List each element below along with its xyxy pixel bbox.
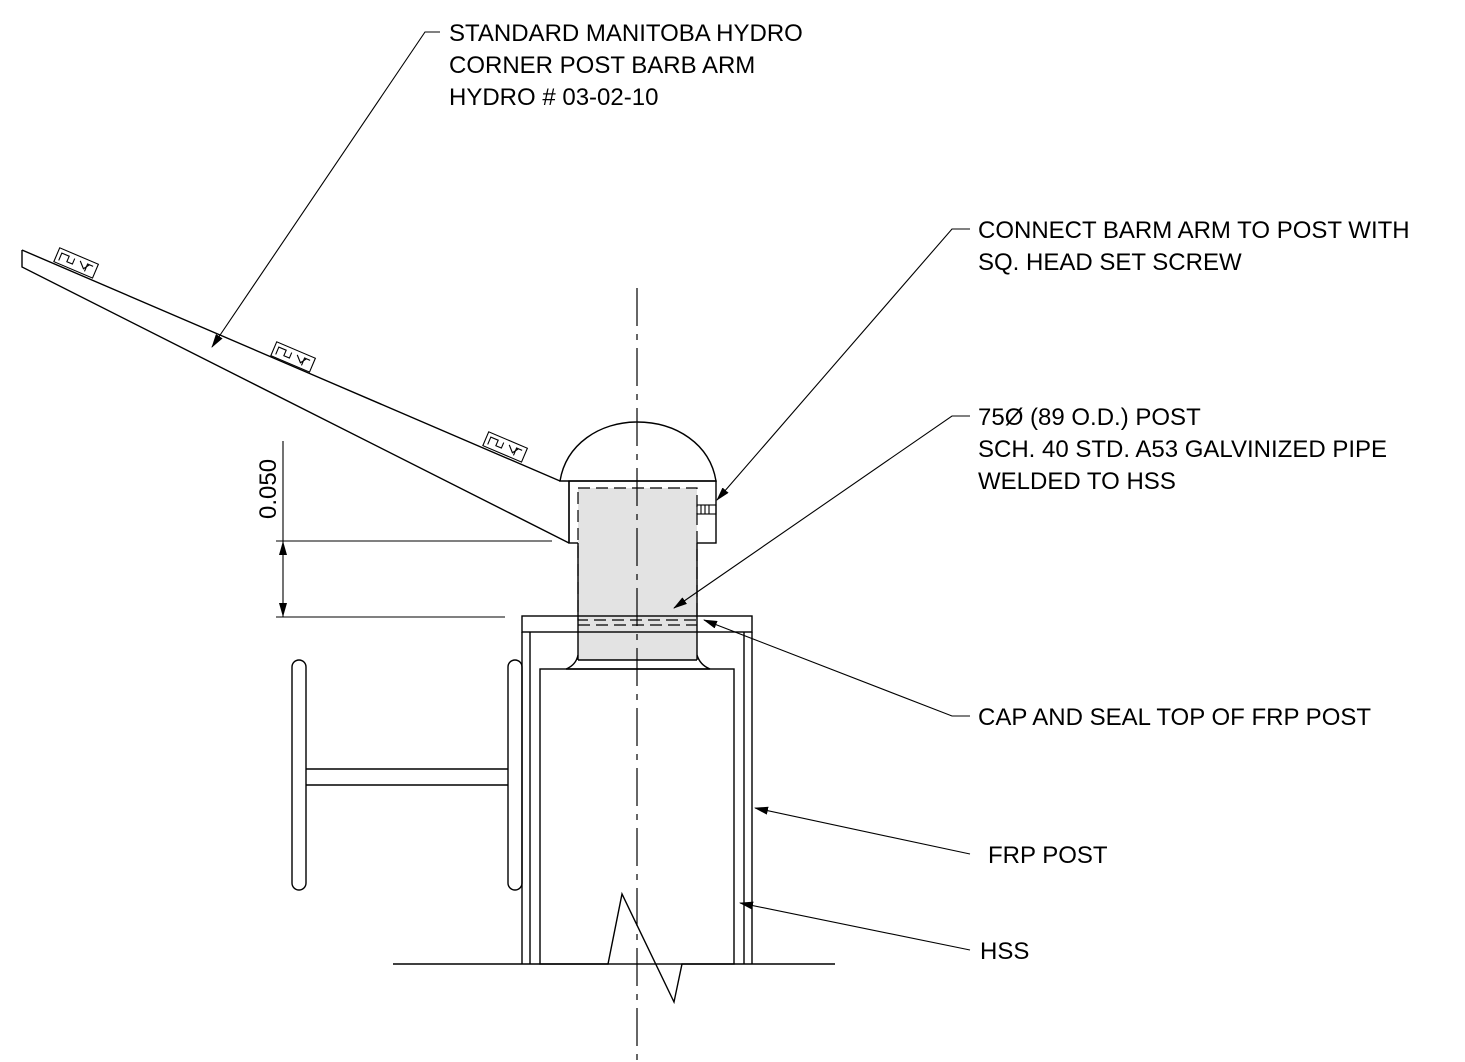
i-beam xyxy=(291,659,523,891)
barb-arm-line3: HYDRO # 03-02-10 xyxy=(449,84,658,111)
break-line xyxy=(393,891,835,1005)
barb-clip xyxy=(53,247,100,279)
label-set-screw: CONNECT BARM ARM TO POST WITH SQ. HEAD S… xyxy=(978,217,1410,276)
label-hss: HSS xyxy=(980,938,1029,965)
leaders xyxy=(211,31,971,951)
barb-clip xyxy=(270,341,317,373)
post-pipe-line3: WELDED TO HSS xyxy=(978,468,1176,495)
barb-arm-line1: STANDARD MANITOBA HYDRO xyxy=(449,20,803,47)
barb-arm xyxy=(21,247,570,544)
pipe-post xyxy=(565,487,711,670)
set-screw-icon xyxy=(696,504,717,515)
set-screw-line2: SQ. HEAD SET SCREW xyxy=(978,249,1242,276)
label-post-pipe: 75Ø (89 O.D.) POST SCH. 40 STD. A53 GALV… xyxy=(978,404,1387,495)
dimension-0050: 0.050 xyxy=(255,441,552,618)
dimension-value: 0.050 xyxy=(255,459,282,519)
set-screw-line1: CONNECT BARM ARM TO POST WITH xyxy=(978,217,1410,244)
post-pipe-line2: SCH. 40 STD. A53 GALVINIZED PIPE xyxy=(978,436,1387,463)
barb-arm-line2: CORNER POST BARB ARM xyxy=(449,52,755,79)
post-pipe-line1: 75Ø (89 O.D.) POST xyxy=(978,404,1201,431)
label-frp-post: FRP POST xyxy=(988,842,1108,869)
label-barb-arm: STANDARD MANITOBA HYDRO CORNER POST BARB… xyxy=(449,20,803,111)
label-cap-seal: CAP AND SEAL TOP OF FRP POST xyxy=(978,704,1371,731)
barb-clip xyxy=(482,431,529,463)
